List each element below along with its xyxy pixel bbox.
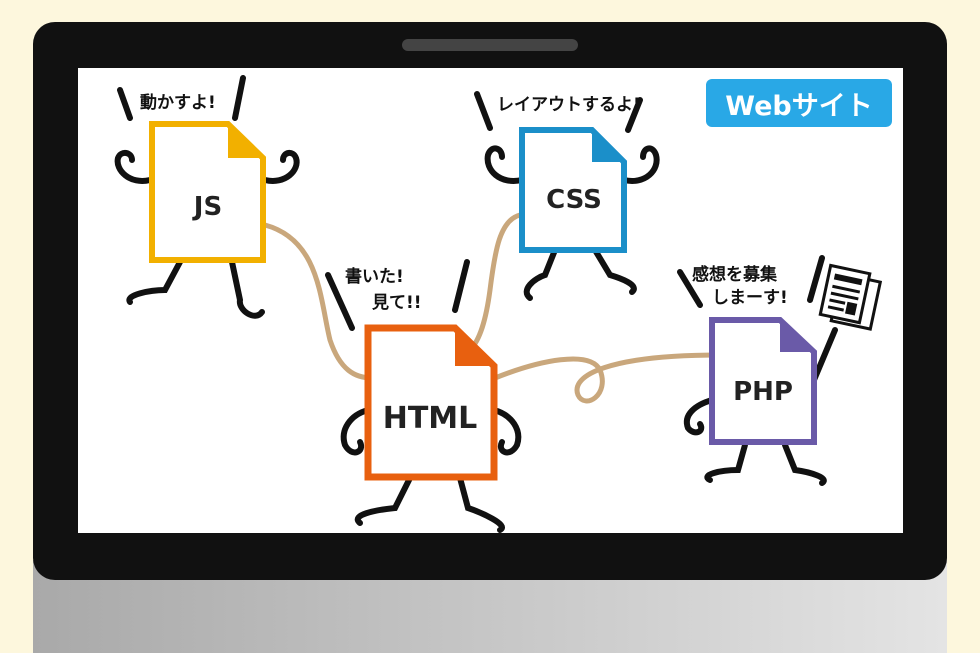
php-character <box>677 255 838 486</box>
php-speech-line2: しまーす! <box>712 288 788 308</box>
connecting-ropes <box>264 212 721 404</box>
php-speech-line1: 感想を募集 <box>692 264 778 285</box>
js-label: JS <box>192 192 222 222</box>
css-speech: レイアウトするよ! <box>497 95 641 115</box>
js-character <box>114 75 300 319</box>
monitor-camera-slot <box>402 39 578 51</box>
html-character <box>325 259 522 533</box>
css-label: CSS <box>546 185 602 215</box>
html-speech-line1: 書いた! <box>345 266 404 287</box>
php-label: PHP <box>733 377 793 407</box>
html-speech-line2: 見て!! <box>371 293 422 313</box>
css-character <box>474 91 660 301</box>
website-badge: Webサイト <box>706 79 892 127</box>
html-label: HTML <box>383 401 478 436</box>
newspaper-icon <box>818 263 883 331</box>
js-speech: 動かすよ! <box>140 92 216 113</box>
